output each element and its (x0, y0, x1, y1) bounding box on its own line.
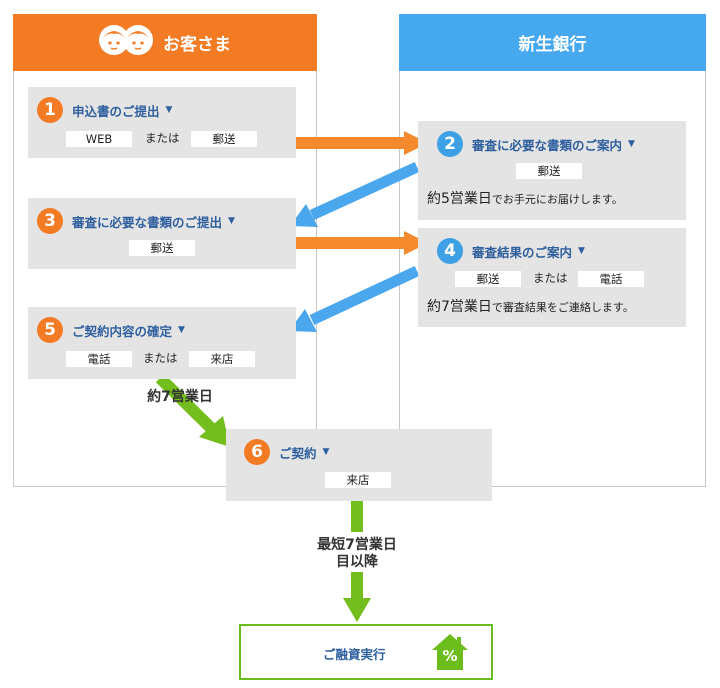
option-mail: 郵送 (191, 131, 257, 147)
expand-arrow-icon[interactable]: ▼ (165, 105, 173, 115)
step-4-box: 4 審査結果のご案内 ▼ 郵送 または 電話 約7営業日で審査結果をご連絡します… (418, 228, 686, 327)
step-3-box: 3 審査に必要な書類のご提出 ▼ 郵送 (28, 198, 296, 269)
step-5-title[interactable]: ご契約内容の確定 (72, 323, 173, 339)
arrow-step5-to-step6 (155, 373, 230, 447)
step-5-title-row: 5 ご契約内容の確定 ▼ (37, 317, 185, 343)
option-visit: 来店 (189, 351, 255, 367)
step-number-badge: 4 (437, 238, 463, 264)
loan-execution-title: ご融資実行 (323, 647, 386, 662)
step-4-title-row: 4 審査結果のご案内 ▼ (437, 238, 585, 264)
house-percent-icon: % (431, 632, 469, 672)
step-1-title-row: 1 申込書のご提出 ▼ (37, 97, 172, 123)
arrow-step4-to-step5 (289, 266, 420, 332)
arrow-step6-to-final (343, 500, 371, 622)
option-mail: 郵送 (516, 163, 582, 179)
expand-arrow-icon[interactable]: ▼ (578, 246, 585, 256)
step-1-box: 1 申込書のご提出 ▼ WEB または 郵送 (28, 87, 296, 158)
step-4-note: 約7営業日で審査結果をご連絡します。 (427, 296, 634, 316)
option-phone: 電話 (66, 351, 132, 367)
option-phone: 電話 (578, 271, 644, 287)
loan-execution-box: ご融資実行 % (239, 624, 493, 680)
option-web: WEB (66, 131, 132, 147)
step-2-title[interactable]: 審査に必要な書類のご案内 (472, 137, 623, 153)
wait-label-2-line2: 目以降 (336, 554, 378, 570)
expand-arrow-icon[interactable]: ▼ (178, 325, 185, 335)
expand-arrow-icon[interactable]: ▼ (628, 139, 635, 149)
arrow-step1-to-step2 (296, 131, 428, 155)
house-percent-text: % (442, 647, 458, 665)
step-2-box: 2 審査に必要な書類のご案内 ▼ 郵送 約5営業日でお手元にお届けします。 (418, 121, 686, 220)
option-mail: 郵送 (455, 271, 521, 287)
arrow-step2-to-step3 (290, 161, 420, 227)
step-2-title-row: 2 審査に必要な書類のご案内 ▼ (437, 131, 635, 157)
step-6-box: 6 ご契約 ▼ 来店 (226, 429, 492, 501)
bank-column-title: 新生銀行 (518, 35, 587, 55)
step-1-title[interactable]: 申込書のご提出 (72, 103, 160, 119)
option-mail: 郵送 (129, 240, 195, 256)
bank-column-header: 新生銀行 (399, 14, 706, 71)
option-visit: 来店 (325, 472, 391, 488)
step-4-title[interactable]: 審査結果のご案内 (472, 244, 573, 260)
step-4-note-text: で審査結果をご連絡します。 (491, 301, 634, 314)
step-2-note-days: 約5営業日 (427, 191, 492, 207)
step-2-note-text: でお手元にお届けします。 (491, 193, 623, 206)
option-or: または (533, 271, 568, 285)
step-6-title[interactable]: ご契約 (279, 445, 317, 461)
option-or: または (145, 131, 180, 145)
step-5-box: 5 ご契約内容の確定 ▼ 電話 または 来店 (28, 307, 296, 379)
step-3-title[interactable]: 審査に必要な書類のご提出 (72, 214, 223, 230)
step-6-title-row: 6 ご契約 ▼ (244, 439, 329, 465)
customer-column-header: お客さま (13, 14, 317, 71)
step-2-note: 約5営業日でお手元にお届けします。 (427, 188, 623, 208)
step-number-badge: 5 (37, 317, 63, 343)
customer-column-title: お客さま (163, 35, 231, 55)
step-number-badge: 3 (37, 208, 63, 234)
wait-label-1: 約7営業日 (147, 389, 213, 405)
expand-arrow-icon[interactable]: ▼ (322, 447, 330, 457)
option-or: または (143, 351, 178, 365)
step-number-badge: 1 (37, 97, 63, 123)
step-number-badge: 6 (244, 439, 270, 465)
expand-arrow-icon[interactable]: ▼ (228, 216, 235, 226)
people-icon (99, 22, 153, 63)
step-3-title-row: 3 審査に必要な書類のご提出 ▼ (37, 208, 235, 234)
wait-label-2-line1: 最短7営業日 (317, 537, 397, 553)
wait-label-2: 最短7営業日 目以降 (300, 537, 414, 571)
step-4-note-days: 約7営業日 (427, 299, 492, 315)
step-number-badge: 2 (437, 131, 463, 157)
arrow-step3-to-step4 (296, 231, 428, 255)
